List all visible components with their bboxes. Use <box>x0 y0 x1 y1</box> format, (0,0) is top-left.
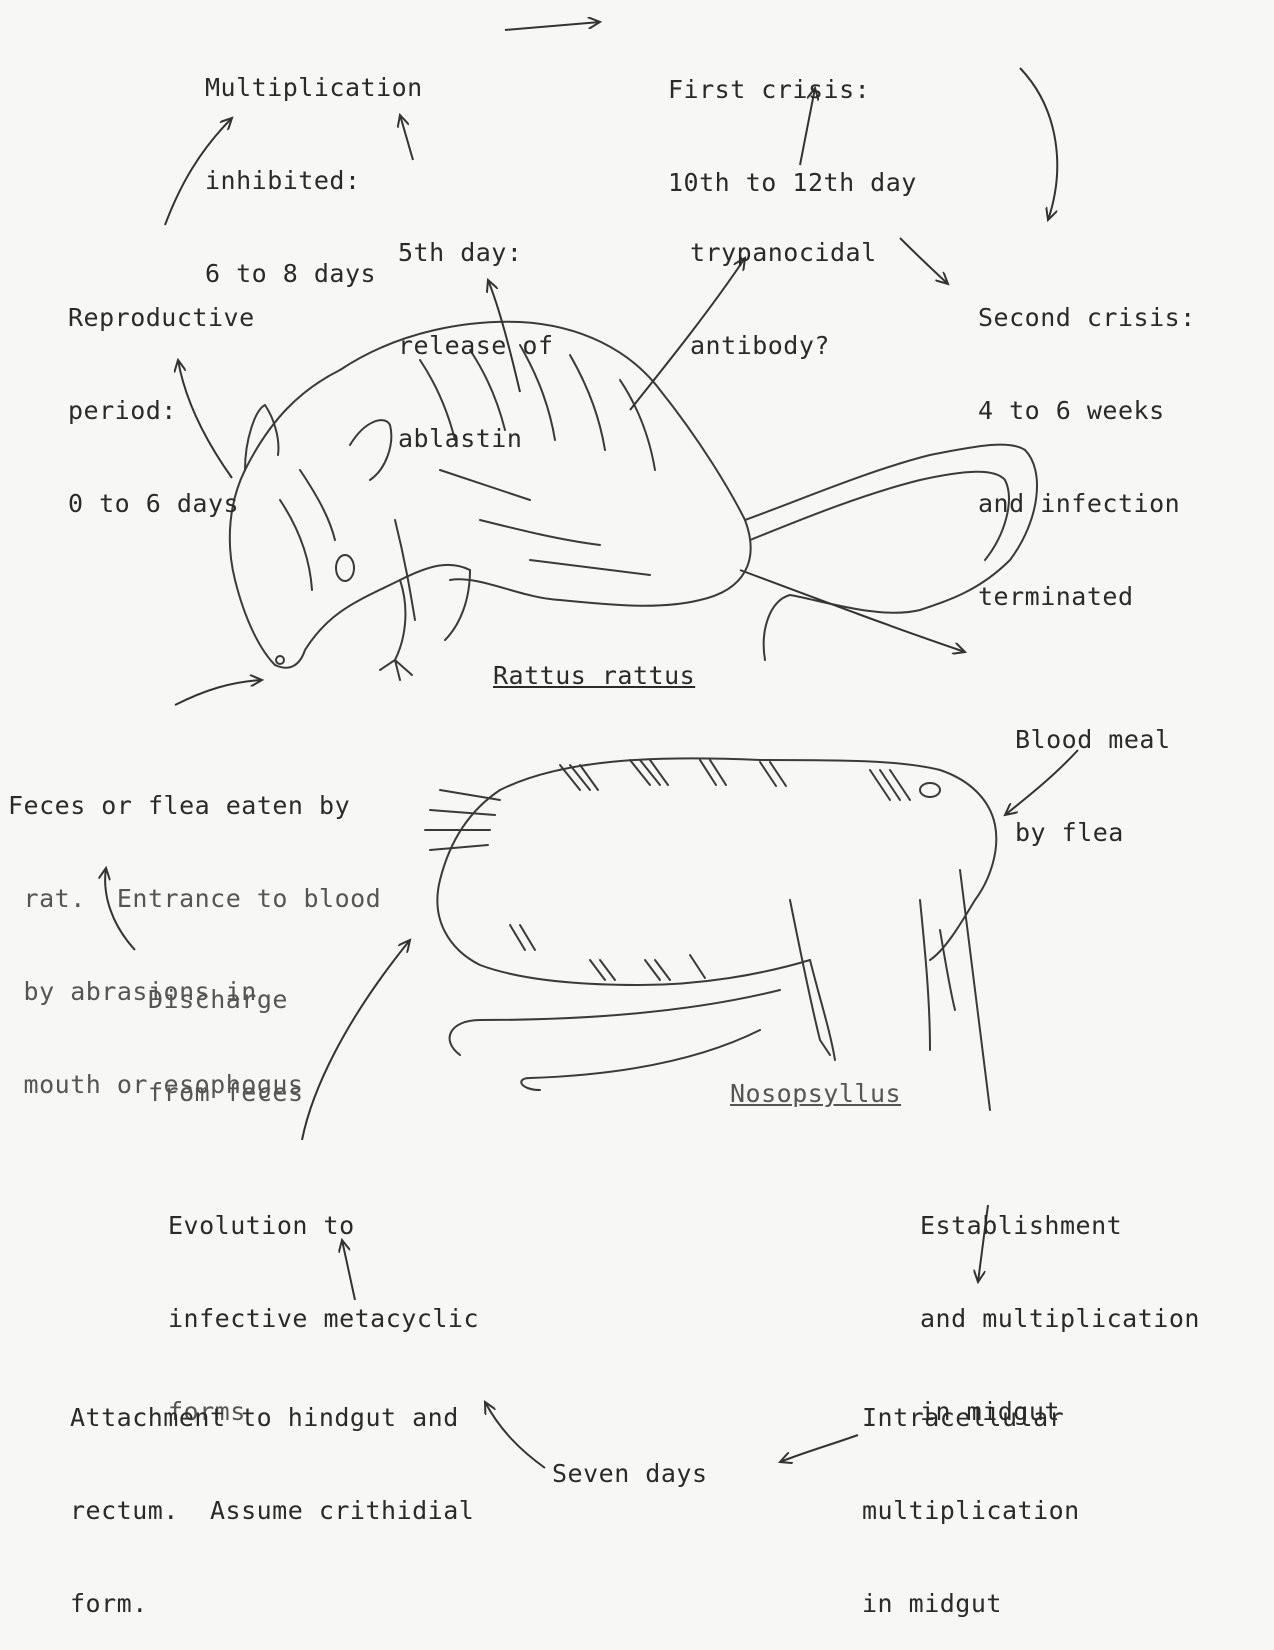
nosopsyllus-label: Nosopsyllus <box>730 1078 901 1109</box>
rat-drawing <box>230 322 1037 680</box>
attachment-label: Attachment to hindgut and rectum. Assume… <box>70 1340 474 1650</box>
intracellular-label: Intracellular multiplication in midgut <box>862 1340 1080 1650</box>
discharge-label: Discharge from feces <box>148 922 304 1139</box>
flea-drawing <box>425 758 996 1110</box>
second-crisis-label: Second crisis: 4 to 6 weeks and infectio… <box>978 240 1196 643</box>
reproductive-period-label: Reproductive period: 0 to 6 days <box>68 240 255 550</box>
fifth-day-label: 5th day: release of ablastin <box>398 175 554 485</box>
seven-days-label: Seven days <box>552 1458 708 1489</box>
blood-meal-label: Blood meal by flea <box>1015 662 1171 879</box>
trypanocidal-label: trypanocidal antibody? <box>690 175 877 392</box>
rattus-rattus-label: Rattus rattus <box>493 660 695 691</box>
